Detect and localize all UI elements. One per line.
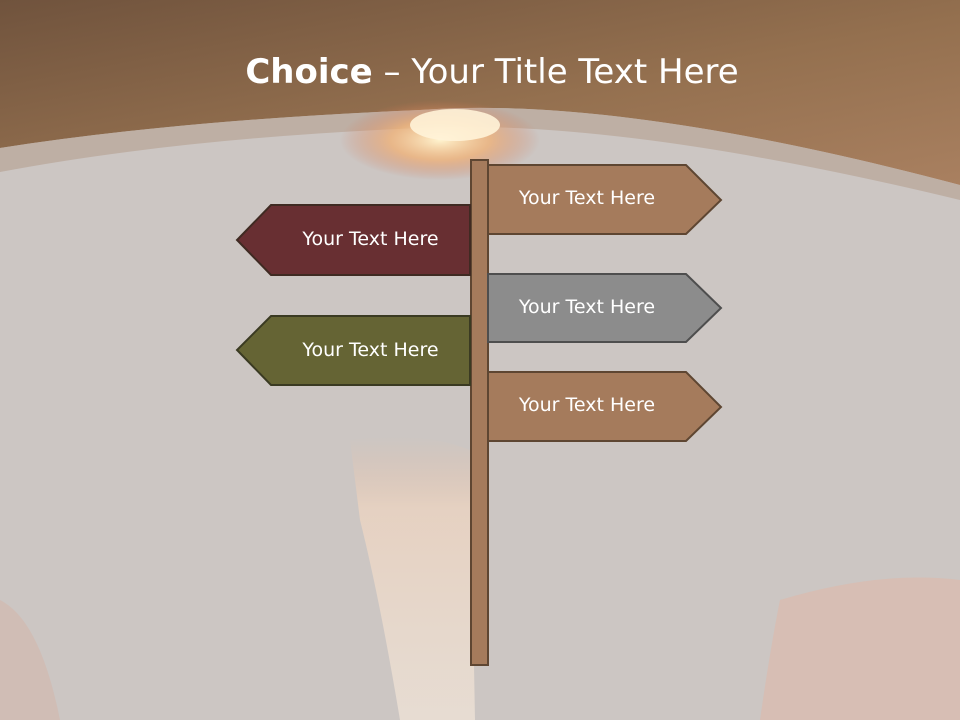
header-band [0, 0, 960, 185]
title-rest: – Your Title Text Here [372, 52, 739, 92]
water-glint-left [0, 600, 60, 720]
horizon-arc [0, 107, 960, 200]
sign-label-2: Your Text Here [302, 228, 439, 250]
sign-arrow-5 [487, 371, 723, 442]
sign-arrow-1 [487, 164, 723, 235]
sun-reflection [350, 436, 475, 720]
sign-label-5: Your Text Here [518, 394, 656, 416]
sign-label-1: Your Text Here [518, 187, 656, 209]
slide-title: Choice – Your Title Text Here [0, 52, 960, 92]
sign-arrow-4 [235, 315, 471, 386]
sign-label-3: Your Text Here [518, 296, 656, 318]
sign-arrow-3 [487, 273, 723, 343]
water-glint-right [760, 577, 960, 720]
sign-label-4: Your Text Here [302, 339, 439, 361]
sun [410, 109, 500, 141]
sign-arrow-2 [235, 204, 471, 276]
sign-post [470, 159, 489, 666]
title-bold: Choice [245, 52, 373, 92]
